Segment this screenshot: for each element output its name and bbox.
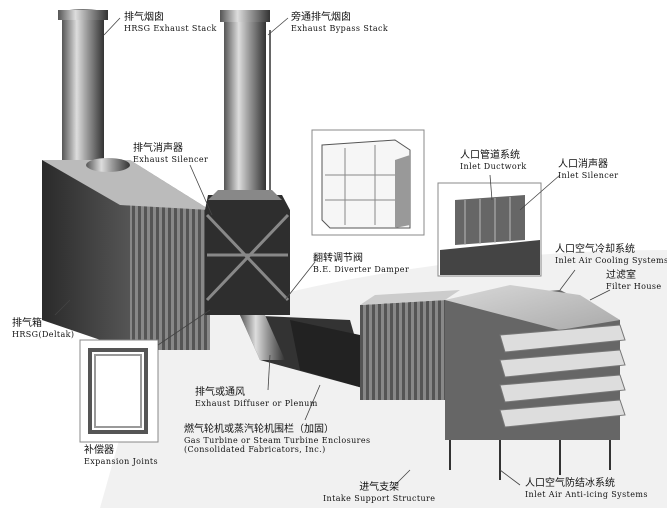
label-turbine-enclosures: 燃气轮机或蒸汽轮机围栏（加固）Gas Turbine or Steam Turb… xyxy=(184,424,371,454)
exhaust-duct xyxy=(240,315,370,390)
filter-house xyxy=(445,285,626,480)
leader-lines xyxy=(54,17,611,486)
hrsg-stack xyxy=(58,9,108,172)
expansion-joint-inset xyxy=(79,339,159,443)
inlet-silencer-inset xyxy=(437,182,542,277)
inlet-silencer-box xyxy=(360,290,460,400)
diverter-damper-inset xyxy=(311,129,425,236)
exhaust-silencer xyxy=(205,190,290,315)
hrsg-box xyxy=(42,158,210,350)
bypass-stack xyxy=(220,10,271,200)
